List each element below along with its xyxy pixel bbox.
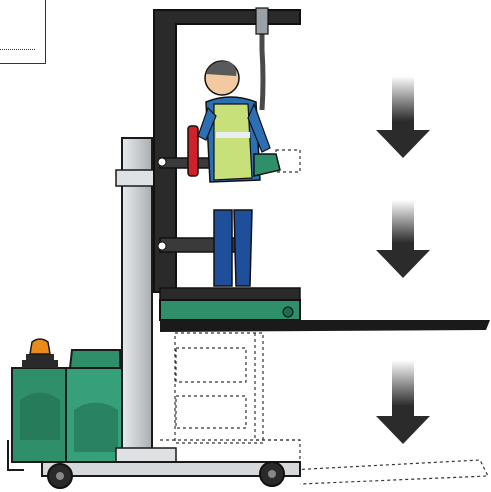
drive-unit xyxy=(8,350,122,470)
down-arrow-icon xyxy=(376,360,430,444)
fire-extinguisher xyxy=(188,126,198,176)
chassis xyxy=(42,462,300,488)
operator-platform xyxy=(160,288,490,332)
down-arrow-icon xyxy=(376,76,430,158)
down-arrow-icon xyxy=(376,200,430,278)
beacon-light xyxy=(26,339,54,362)
control-panel xyxy=(254,154,280,176)
